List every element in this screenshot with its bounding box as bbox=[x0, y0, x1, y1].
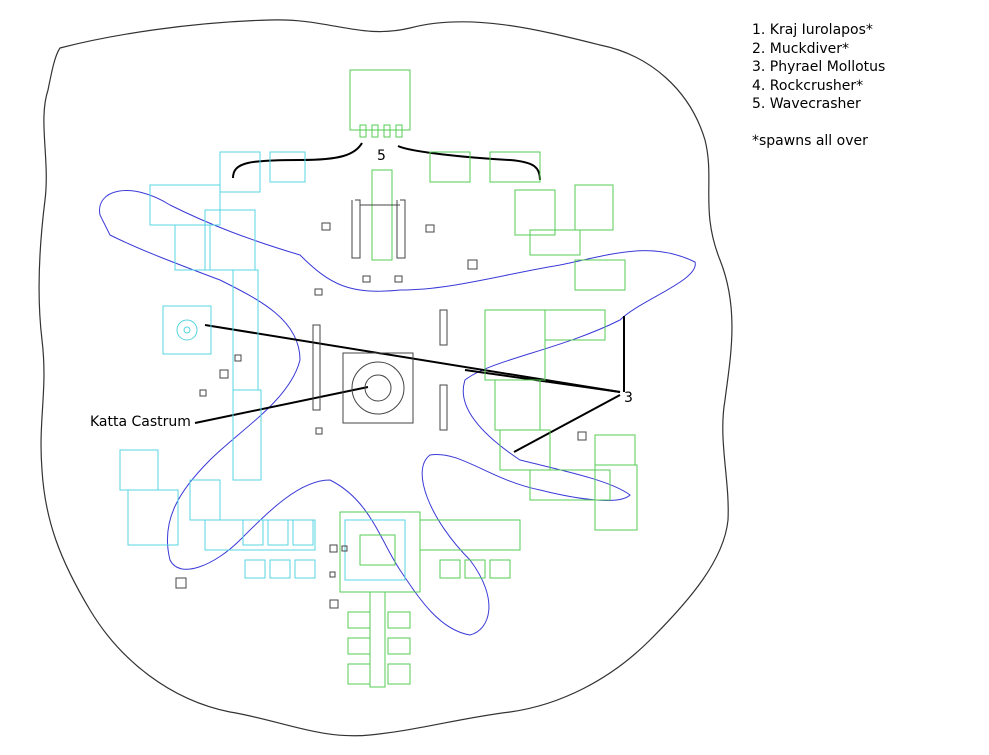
legend-item: 1. Kraj Iurolapos* bbox=[752, 22, 873, 38]
legend-item: 2. Muckdiver* bbox=[752, 40, 849, 57]
island-outline bbox=[38, 19, 733, 737]
legend-item: 5. Wavecrasher bbox=[752, 96, 861, 112]
east-rooms bbox=[339, 69, 638, 688]
legend-item: 3. Phyrael Mollotus bbox=[752, 59, 886, 75]
marker-north-label: 5 bbox=[377, 148, 386, 164]
west-rooms bbox=[119, 151, 406, 581]
castle-label: Katta Castrum bbox=[90, 414, 191, 430]
marker-east-label: 3 bbox=[624, 390, 633, 406]
map-legend: 1. Kraj Iurolapos* 2. Muckdiver* 3. Phyr… bbox=[752, 21, 885, 150]
lake-north bbox=[99, 190, 696, 636]
leader-lines bbox=[194, 142, 625, 453]
ruins bbox=[175, 199, 587, 609]
legend-item: 4. Rockcrusher* bbox=[752, 77, 864, 94]
legend-footnote: *spawns all over bbox=[752, 132, 868, 149]
